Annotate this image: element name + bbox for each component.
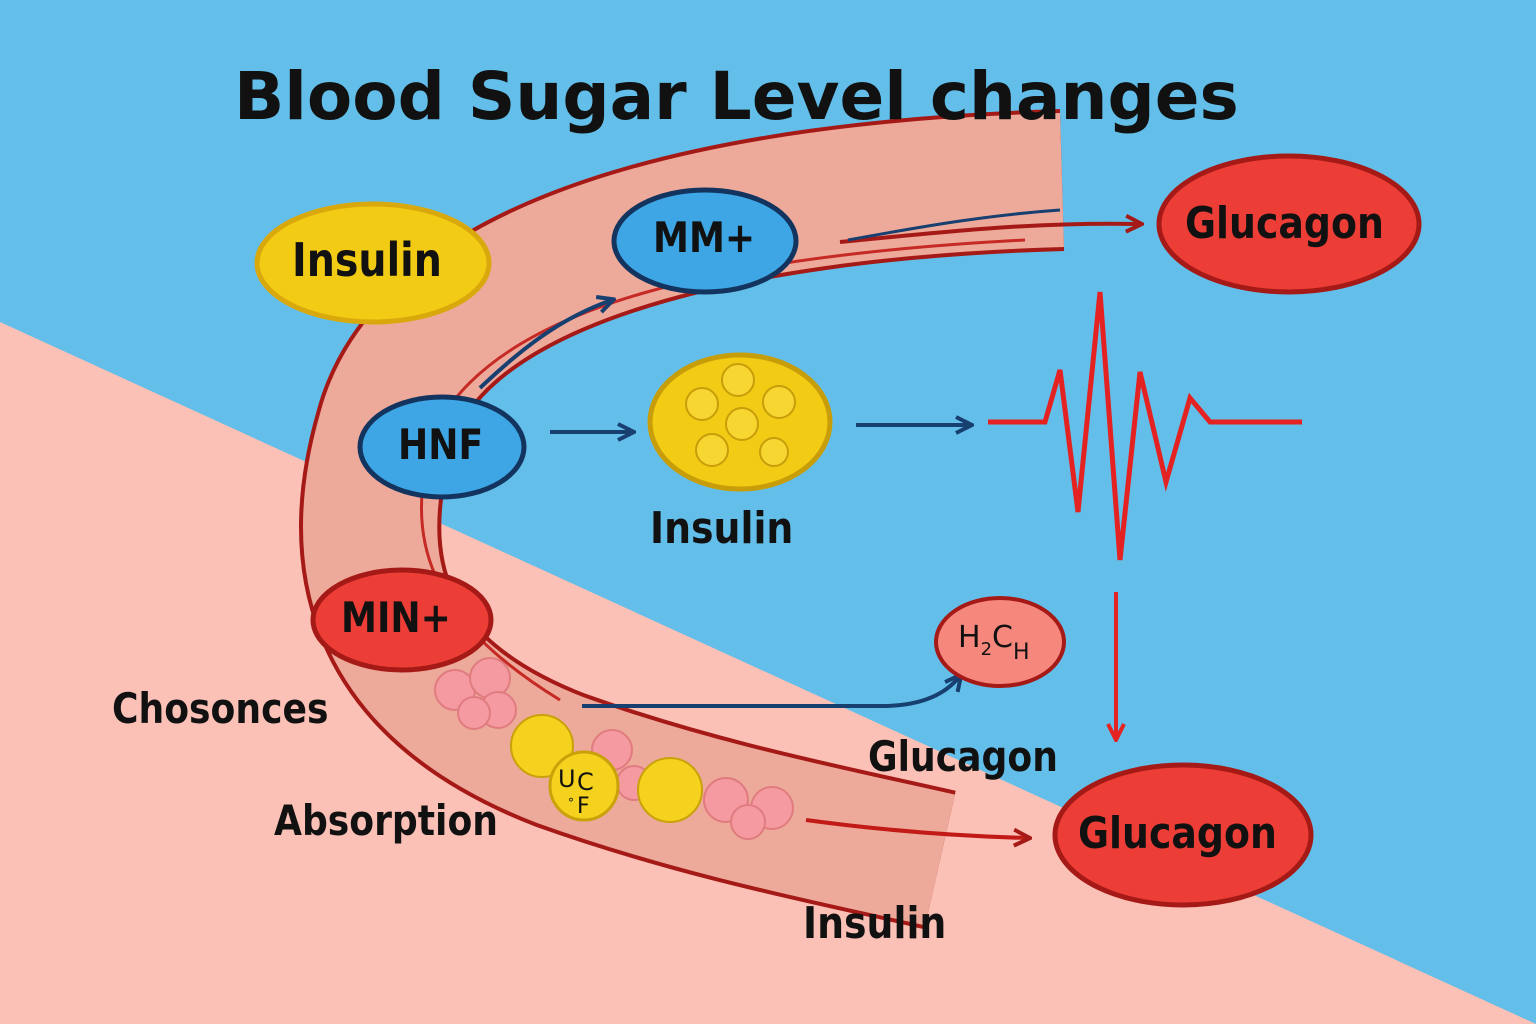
connector-arrows — [478, 208, 1140, 838]
vessel-streak-top — [847, 208, 1061, 242]
mm-plus-label: MM+ — [653, 213, 756, 262]
blood-cells — [434, 657, 794, 840]
molecule-h: H — [958, 620, 981, 655]
arrow-vessel-to-glucagon-bottom — [805, 818, 1028, 838]
ucf-f: F — [577, 794, 590, 819]
glucagon-bottom-label: Glucagon — [1078, 808, 1277, 859]
ucf-cell — [548, 750, 620, 822]
insulin-node-top — [254, 201, 492, 325]
absorption-label: Absorption — [274, 796, 498, 845]
molecule-node — [934, 596, 1066, 688]
insulin-node-top-label: Insulin — [292, 233, 442, 287]
molecule-formula: H2CH — [958, 620, 1030, 665]
molecule-c-sub: H — [1012, 640, 1030, 665]
min-plus-node — [310, 567, 494, 673]
ucf-u: U — [558, 765, 576, 793]
glucose-spike-wave — [988, 291, 1302, 561]
insulin-granule-cell — [647, 352, 833, 492]
arrow-to-molecule — [582, 676, 960, 708]
glucagon-mid-label: Glucagon — [868, 732, 1058, 781]
mm-plus-node — [611, 187, 799, 295]
page-title: Blood Sugar Level changes — [234, 58, 1239, 135]
insulin-mid-label: Insulin — [650, 503, 794, 554]
arrow-hnf-to-mm — [478, 300, 612, 390]
molecule-c: C — [992, 620, 1013, 655]
chosonces-label: Chosonces — [112, 684, 329, 733]
glucagon-node-bottom — [1052, 762, 1314, 908]
ucf-degree: ° — [568, 796, 574, 810]
hnf-node — [357, 394, 527, 500]
min-plus-label: MIN+ — [341, 593, 451, 642]
ucf-c: C — [577, 768, 594, 796]
insulin-bottom-label: Insulin — [803, 898, 947, 949]
molecule-h-sub: 2 — [980, 639, 993, 660]
glucagon-top-label: Glucagon — [1185, 198, 1384, 249]
arrow-vessel-to-glucagon-top — [839, 224, 1140, 244]
hnf-label: HNF — [398, 420, 484, 469]
glucagon-node-top — [1156, 153, 1422, 295]
